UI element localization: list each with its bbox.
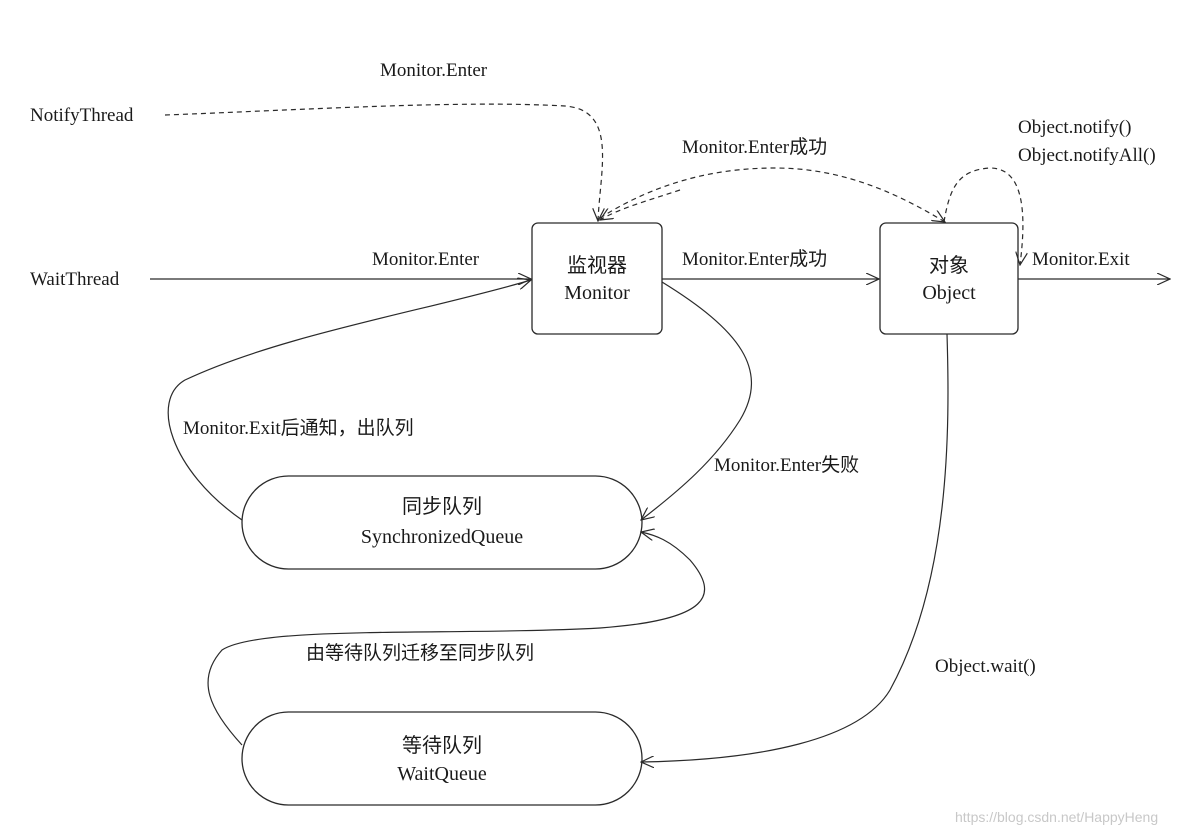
sync-queue-label-cn: 同步队列: [402, 495, 482, 518]
watermark: https://blog.csdn.net/HappyHeng: [955, 809, 1158, 825]
object-label-en: Object: [922, 282, 976, 304]
enter-success-top-label: Monitor.Enter成功: [682, 136, 827, 158]
monitor-label-en: Monitor: [564, 282, 630, 304]
object-label-cn: 对象: [929, 254, 969, 277]
enter-success-dashed-arrow-left: [600, 189, 681, 220]
sync-queue-node: [241, 475, 643, 570]
migrate-to-sync-arrow: [207, 532, 706, 746]
notify-thread-enter-arrow: [164, 103, 603, 221]
object-wait-arrow: [641, 333, 949, 762]
sync-queue-label-en: SynchronizedQueue: [361, 526, 523, 548]
exit-notify-label: Monitor.Exit后通知，出队列: [183, 417, 414, 439]
exit-notify-dequeue-arrow: [167, 280, 531, 521]
monitor-node: [531, 222, 663, 335]
enter-fail-arrow: [641, 281, 753, 520]
migrate-label: 由等待队列迁移至同步队列: [306, 642, 534, 664]
notify-label: Object.notify(): [1018, 117, 1131, 138]
notify-thread-label: NotifyThread: [30, 105, 134, 126]
notify-all-label: Object.notifyAll(): [1018, 145, 1156, 166]
monitor-label-cn: 监视器: [567, 254, 627, 277]
object-node: [879, 222, 1019, 335]
wait-enter-label: Monitor.Enter: [372, 249, 480, 270]
wait-queue-node: [241, 711, 643, 806]
enter-fail-label: Monitor.Enter失败: [714, 454, 859, 476]
enter-success-mid-label: Monitor.Enter成功: [682, 248, 827, 270]
wait-queue-label-cn: 等待队列: [402, 734, 482, 757]
wait-queue-label-en: WaitQueue: [397, 763, 487, 785]
notify-enter-label: Monitor.Enter: [380, 60, 488, 81]
wait-label: Object.wait(): [935, 656, 1036, 677]
exit-label: Monitor.Exit: [1032, 249, 1130, 270]
wait-thread-label: WaitThread: [30, 269, 120, 290]
enter-success-dashed-arrow-right: [599, 167, 945, 222]
notify-self-loop-arrow: [943, 167, 1023, 265]
